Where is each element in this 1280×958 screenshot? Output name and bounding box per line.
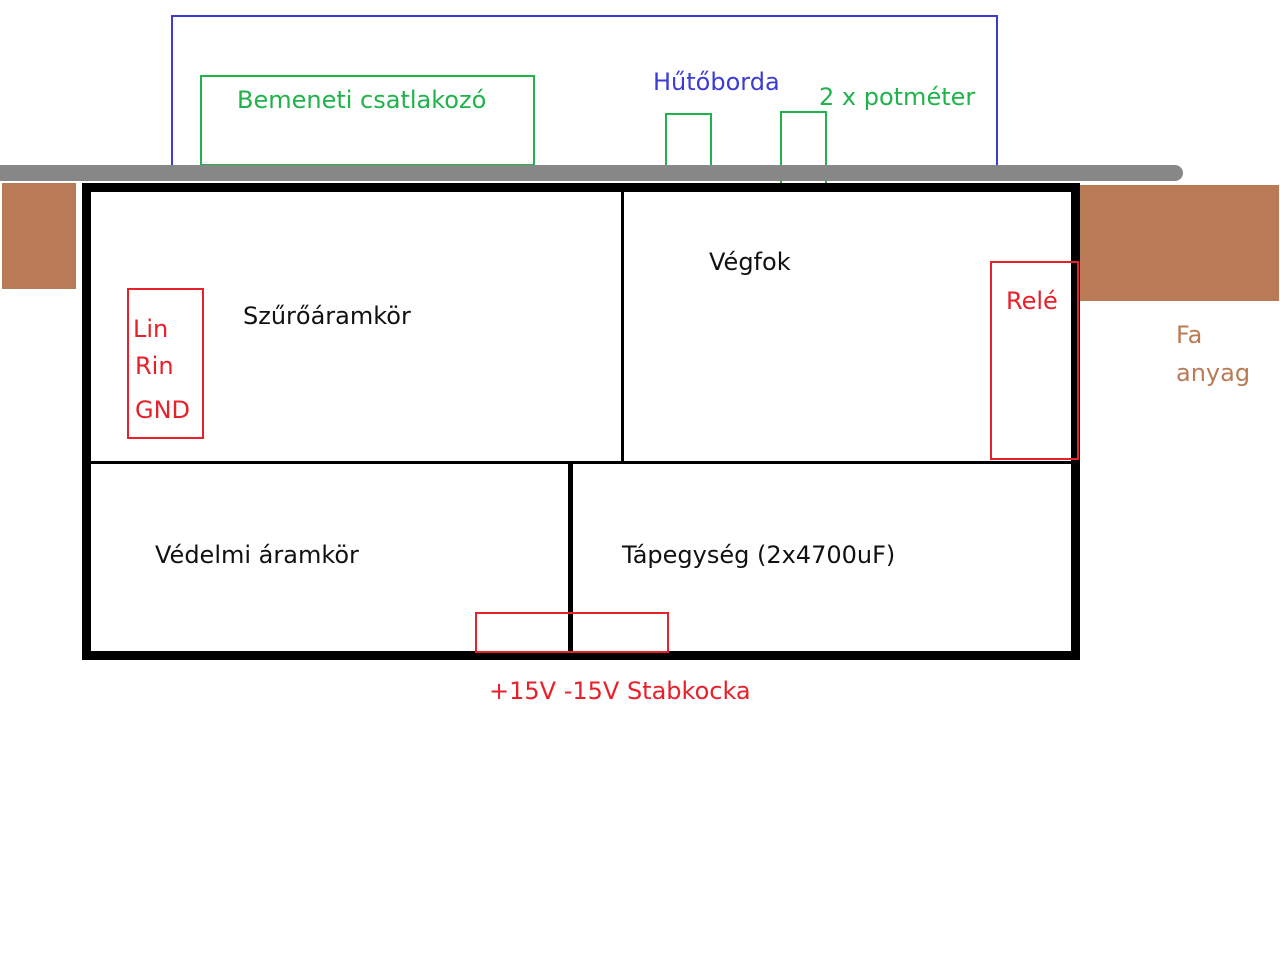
potentiometer-label: 2 x potméter: [819, 83, 976, 111]
relay-outline: [990, 261, 1079, 460]
relay-label: Relé: [1006, 287, 1058, 315]
enclosure-divider-horizontal: [90, 461, 1072, 464]
wood-block-right: [1079, 185, 1279, 301]
protection-circuit-label: Védelmi áramkör: [155, 541, 359, 569]
input-connector-label: Bemeneti csatlakozó: [237, 86, 487, 114]
wood-label-line2: anyag: [1176, 359, 1251, 387]
power-supply-label: Tápegység (2x4700uF): [622, 541, 896, 569]
lin-label: Lin: [133, 315, 169, 343]
stab-block-label: +15V -15V Stabkocka: [489, 677, 751, 705]
rin-label: Rin: [135, 352, 174, 380]
enclosure-outline: [82, 183, 1080, 660]
enclosure-divider-vertical-bottom: [568, 461, 573, 652]
gnd-label: GND: [135, 396, 191, 424]
output-stage-label: Végfok: [709, 248, 791, 276]
wood-label-line1: Fa: [1176, 321, 1203, 349]
audio-input-terminal-outline: [127, 288, 204, 439]
heatsink-label: Hűtőborda: [653, 68, 780, 96]
enclosure-divider-vertical-top: [621, 192, 624, 463]
front-panel-bar: [0, 165, 1183, 181]
wood-block-left: [2, 183, 76, 289]
filter-circuit-label: Szűrőáramkör: [243, 302, 411, 330]
stab-block-outline: [475, 612, 669, 653]
